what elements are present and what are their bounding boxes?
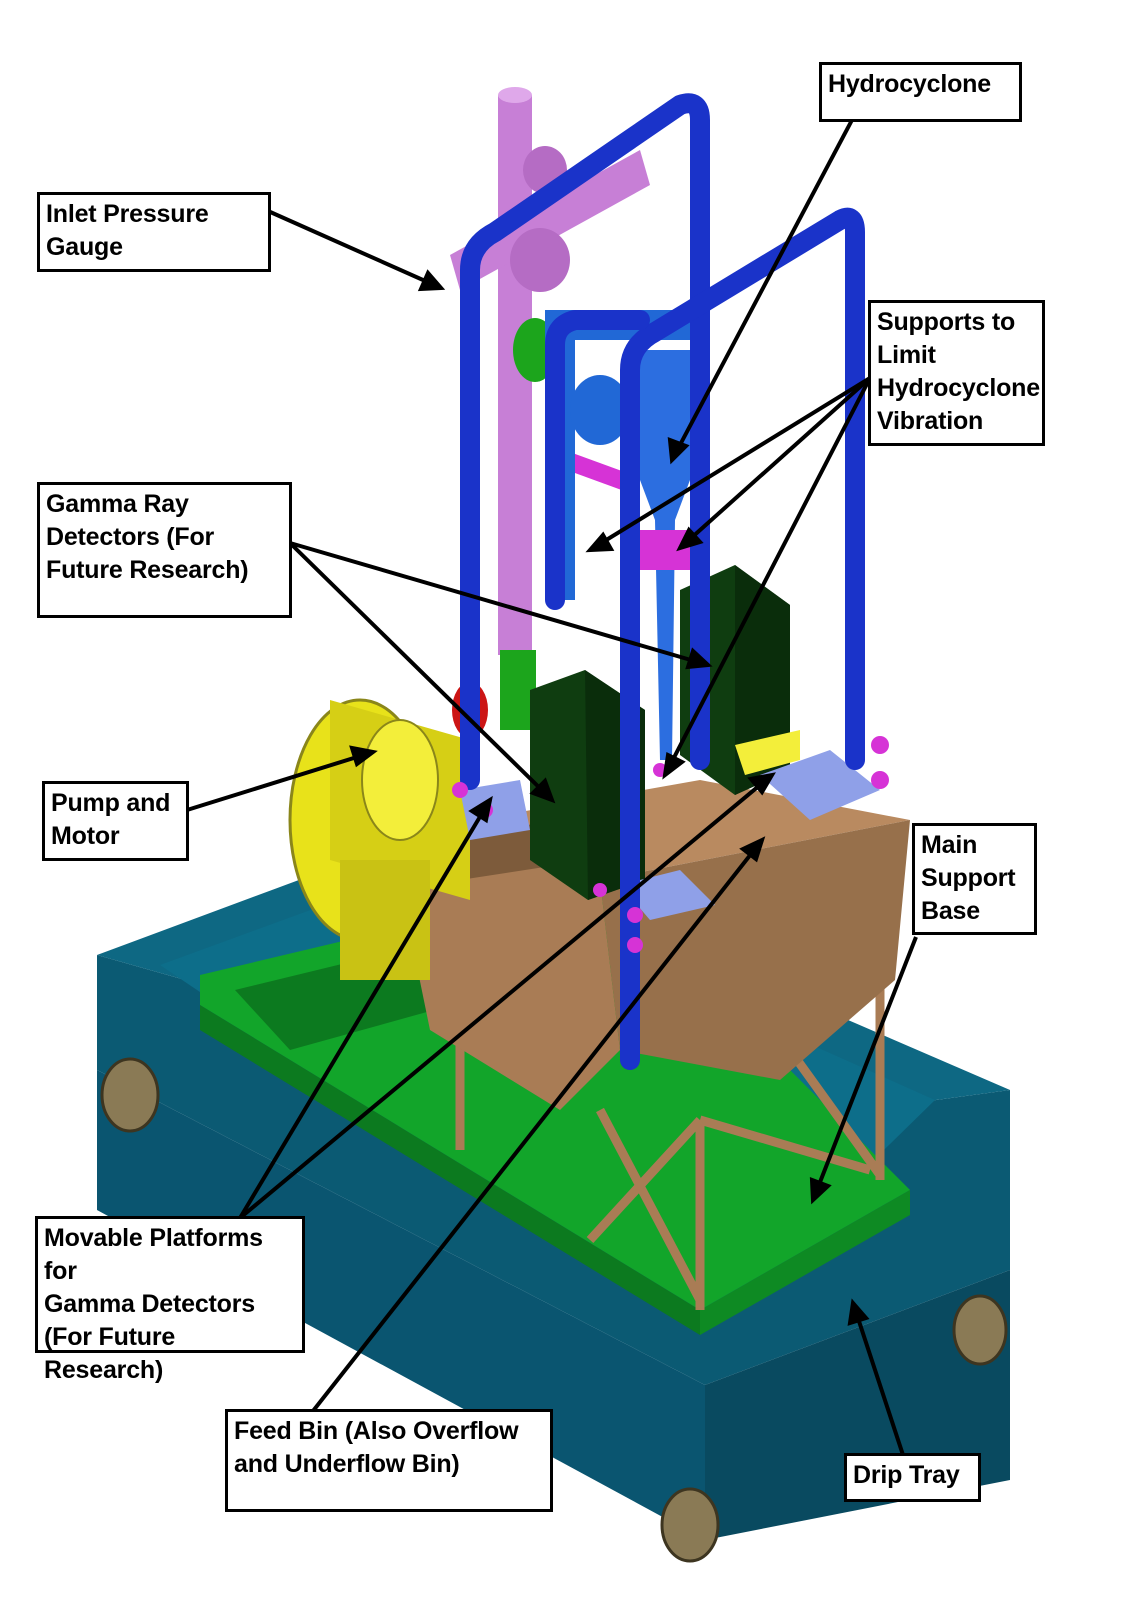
pipe-fittings bbox=[452, 736, 889, 953]
label-pump-and-motor: Pump and Motor bbox=[42, 781, 189, 861]
label-hydrocyclone: Hydrocyclone bbox=[819, 62, 1022, 122]
movable-platforms bbox=[460, 730, 880, 920]
label-inlet-pressure-gauge: Inlet Pressure Gauge bbox=[37, 192, 271, 272]
label-drip-tray: Drip Tray bbox=[844, 1453, 981, 1502]
label-main-support-base: Main Support Base bbox=[912, 823, 1037, 935]
label-feed-bin: Feed Bin (Also Overflow and Underflow Bi… bbox=[225, 1409, 553, 1512]
support-frames bbox=[460, 93, 865, 1070]
support-legs bbox=[455, 960, 885, 1310]
label-supports: Supports to Limit Hydrocyclone Vibration bbox=[868, 300, 1045, 446]
callout-arrows bbox=[186, 119, 918, 1456]
wheels bbox=[100, 1057, 1008, 1563]
label-gamma-ray-detectors: Gamma Ray Detectors (For Future Research… bbox=[37, 482, 292, 618]
label-movable-platforms: Movable Platforms for Gamma Detectors (F… bbox=[35, 1216, 305, 1384]
